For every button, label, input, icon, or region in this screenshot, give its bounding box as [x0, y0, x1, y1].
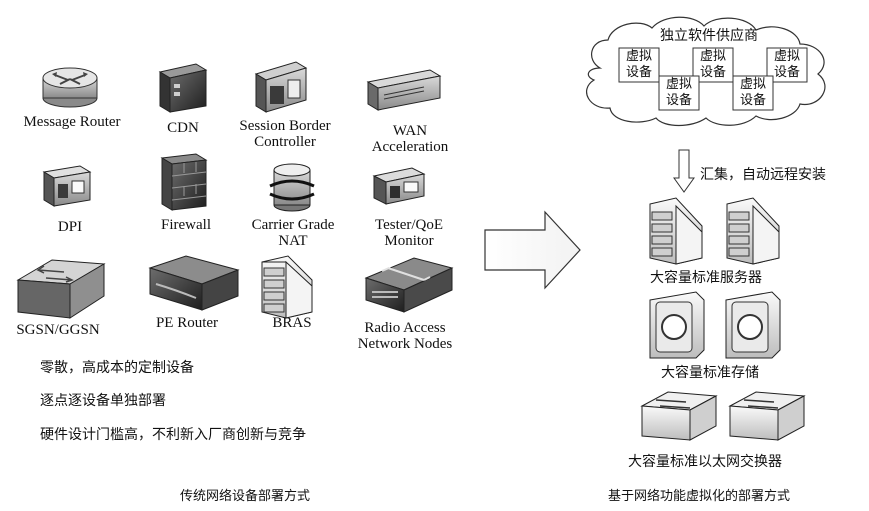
- device-label-carrier-grade-nat: Carrier Grade NAT: [251, 217, 335, 249]
- session-border-controller-icon: [254, 61, 308, 113]
- wan-accelerator-icon: [366, 69, 442, 111]
- vm-box: [618, 47, 660, 83]
- radio-access-node-icon: [364, 257, 454, 313]
- vm-boxes: [618, 47, 808, 111]
- router-icon: [42, 67, 98, 108]
- device-label-tester-qoe: Tester/QoE Monitor: [374, 217, 444, 249]
- standard-storage-icon: [649, 291, 781, 359]
- vm-label: 虚拟 设备: [699, 49, 726, 80]
- pe-router-icon: [148, 255, 240, 311]
- vm-label: 虚拟 设备: [665, 77, 692, 108]
- bullet-hardware-barrier: 硬件设计门槛高，不利新入厂商创新与竞争: [40, 427, 306, 443]
- vm-label: 虚拟 设备: [739, 77, 766, 108]
- servers-label: 大容量标准服务器: [650, 270, 762, 286]
- tester-icon: [372, 167, 426, 205]
- bras-server-icon: [261, 255, 313, 319]
- device-label-pe-router: PE Router: [155, 315, 219, 331]
- device-label-dpi: DPI: [57, 219, 83, 235]
- right-caption: 基于网络功能虚拟化的部署方式: [608, 489, 791, 504]
- device-label-message-router: Message Router: [23, 114, 121, 130]
- bullet-custom-devices: 零散，高成本的定制设备: [40, 360, 194, 376]
- arrow-label: 汇集，自动远程安装: [700, 167, 826, 183]
- device-label-firewall: Firewall: [161, 217, 211, 233]
- vm-box: [658, 75, 700, 111]
- cgnat-icon: [269, 163, 315, 212]
- standard-servers-icon: [649, 197, 780, 265]
- transition-arrow: [484, 210, 581, 290]
- vm-label: 虚拟 设备: [625, 49, 652, 80]
- device-label-bras: BRAS: [272, 315, 312, 331]
- switches-label: 大容量标准以太网交换器: [628, 454, 782, 470]
- device-label-wan-acceleration: WAN Acceleration: [371, 123, 449, 155]
- dpi-appliance-icon: [42, 165, 92, 207]
- vm-label: 虚拟 设备: [773, 49, 800, 80]
- switch-icon: [16, 259, 106, 319]
- install-arrow: [673, 149, 695, 193]
- device-label-cdn: CDN: [167, 120, 199, 136]
- device-label-radio-access: Radio Access Network Nodes: [357, 320, 453, 352]
- vm-box: [766, 47, 808, 83]
- cdn-rack-icon: [158, 63, 208, 113]
- vm-box: [732, 75, 774, 111]
- device-label-sgsn-ggsn: SGSN/GGSN: [16, 322, 100, 338]
- storage-label: 大容量标准存储: [661, 365, 759, 381]
- vm-box: [692, 47, 734, 83]
- ethernet-switches-icon: [640, 391, 806, 441]
- device-label-session-border-controller: Session Border Controller: [239, 118, 331, 150]
- bullet-separate-deployment: 逐点逐设备单独部署: [40, 393, 166, 409]
- left-caption: 传统网络设备部署方式: [180, 489, 311, 504]
- firewall-icon: [160, 153, 208, 211]
- cloud-title: 独立软件供应商: [660, 28, 758, 44]
